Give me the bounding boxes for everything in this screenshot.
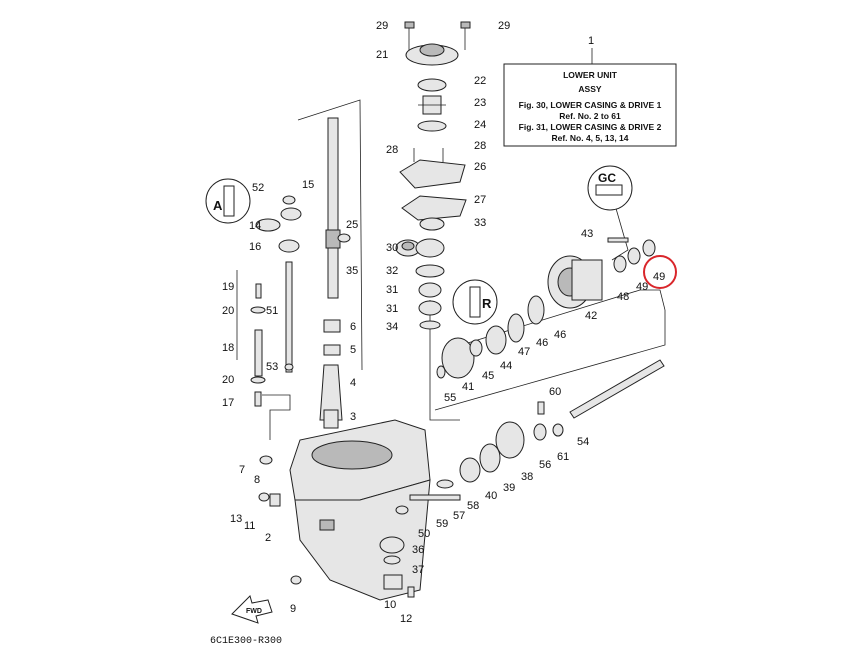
callout-5: 5	[350, 344, 356, 356]
callout-11: 11	[244, 520, 255, 532]
svg-text:GC: GC	[598, 171, 616, 185]
title-fig2: Fig. 31, LOWER CASING & DRIVE 2	[519, 122, 662, 132]
water-pump-group	[395, 21, 471, 330]
callout-34: 34	[386, 321, 398, 333]
callout-28-left: 28	[386, 144, 398, 156]
callout-54: 54	[577, 436, 589, 448]
callout-3: 3	[350, 411, 356, 423]
callout-52: 52	[252, 182, 264, 194]
drive-shaft-group	[250, 117, 351, 429]
callout-55: 55	[444, 392, 456, 404]
svg-text:A: A	[213, 198, 223, 213]
callout-7: 7	[239, 464, 245, 476]
title-line1: LOWER UNIT	[563, 70, 618, 80]
callout-numbers: 29 29 21 22 23 24 28 28 26 27 33 30 32 3…	[222, 20, 665, 625]
fwd-arrow-icon: FWD	[231, 595, 273, 624]
callout-46-right: 46	[554, 329, 566, 341]
sealant-icon: A	[205, 178, 251, 224]
callout-51: 51	[266, 305, 278, 317]
callout-49: 49	[636, 281, 648, 293]
callout-16: 16	[249, 241, 261, 253]
callout-32: 32	[386, 265, 398, 277]
callout-46-left: 46	[536, 337, 548, 349]
title-box: LOWER UNIT ASSY Fig. 30, LOWER CASING & …	[503, 63, 677, 147]
callout-33: 33	[474, 217, 486, 229]
callout-26: 26	[474, 161, 486, 173]
callout-4: 4	[350, 377, 356, 389]
callout-24: 24	[474, 119, 486, 131]
callout-31-top: 31	[386, 284, 398, 296]
callout-58: 58	[467, 500, 479, 512]
callout-12: 12	[400, 613, 412, 625]
callout-13: 13	[230, 513, 242, 525]
callout-28-right: 28	[474, 140, 486, 152]
title-fig1-ref: Ref. No. 2 to 61	[559, 111, 621, 121]
callout-48: 48	[617, 291, 629, 303]
callout-29-right: 29	[498, 20, 510, 32]
callout-57: 57	[453, 510, 465, 522]
fwd-label: FWD	[246, 608, 262, 615]
callout-56: 56	[539, 459, 551, 471]
callout-49-highlighted: 49	[653, 271, 665, 283]
callout-10: 10	[384, 599, 396, 611]
highlight-circle	[643, 255, 677, 289]
callout-44: 44	[500, 360, 512, 372]
callout-42: 42	[585, 310, 597, 322]
title-fig1: Fig. 30, LOWER CASING & DRIVE 1	[519, 100, 662, 110]
callout-9: 9	[290, 603, 296, 615]
callout-60: 60	[549, 386, 561, 398]
title-line2: ASSY	[578, 84, 601, 94]
callout-36: 36	[412, 544, 424, 556]
callout-40: 40	[485, 490, 497, 502]
callout-17: 17	[222, 397, 234, 409]
propeller-shaft-group	[379, 237, 665, 598]
callout-20-top: 20	[222, 305, 234, 317]
sealant-icon: R	[452, 279, 498, 325]
callout-50: 50	[418, 528, 430, 540]
callout-25: 25	[346, 219, 358, 231]
callout-47: 47	[518, 346, 530, 358]
callout-18: 18	[222, 342, 234, 354]
title-fig2-ref: Ref. No. 4, 5, 13, 14	[551, 133, 628, 143]
callout-6: 6	[350, 321, 356, 333]
callout-29-left: 29	[376, 20, 388, 32]
callout-45: 45	[482, 370, 494, 382]
callout-27: 27	[474, 194, 486, 206]
diagram-code: 6C1E300-R300	[210, 636, 282, 647]
callout-41: 41	[462, 381, 474, 393]
callout-53: 53	[266, 361, 278, 373]
callout-59: 59	[436, 518, 448, 530]
callout-30: 30	[386, 242, 398, 254]
callout-2: 2	[265, 532, 271, 544]
svg-text:R: R	[482, 296, 492, 311]
callout-61: 61	[557, 451, 569, 463]
callout-22: 22	[474, 75, 486, 87]
callout-19: 19	[222, 281, 234, 293]
callout-8: 8	[254, 474, 260, 486]
callout-15: 15	[302, 179, 314, 191]
callout-35: 35	[346, 265, 358, 277]
callout-23: 23	[474, 97, 486, 109]
callout-20-bottom: 20	[222, 374, 234, 386]
callout-31-bottom: 31	[386, 303, 398, 315]
callout-37: 37	[412, 564, 424, 576]
callout-14: 14	[249, 220, 261, 232]
callout-38: 38	[521, 471, 533, 483]
sealant-icon: GC	[587, 165, 633, 211]
callout-21: 21	[376, 49, 388, 61]
callout-43: 43	[581, 228, 593, 240]
callout-39: 39	[503, 482, 515, 494]
callout-1: 1	[588, 35, 594, 47]
